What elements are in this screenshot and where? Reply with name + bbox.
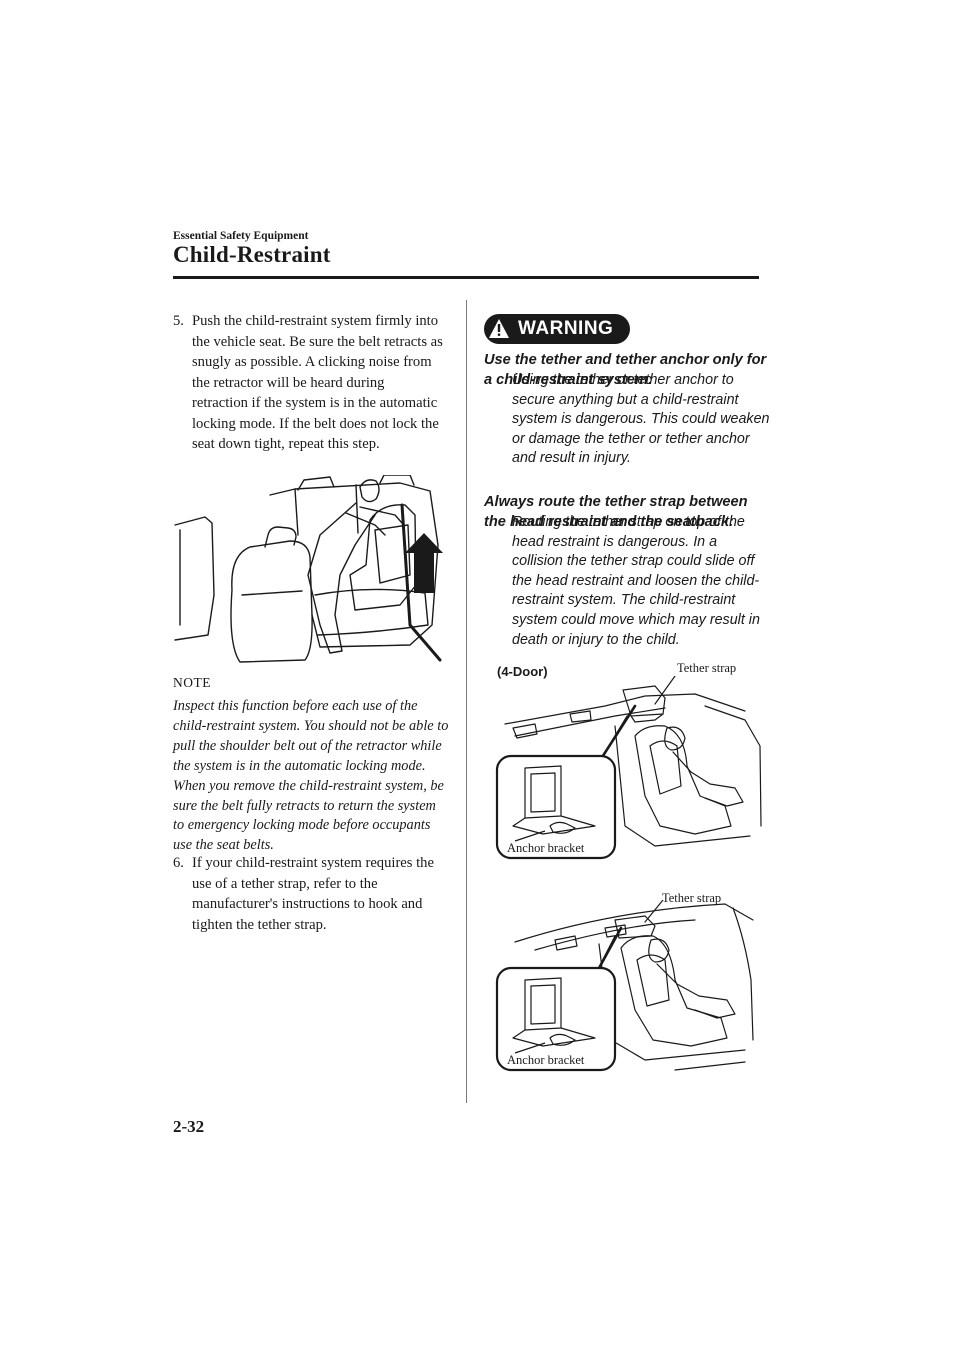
page-number: 2-32 xyxy=(173,1117,205,1136)
anchor-bracket-label: Anchor bracket xyxy=(507,1053,585,1067)
tether-strap-label: Tether strap xyxy=(662,891,722,905)
title-divider xyxy=(173,276,759,279)
note-heading: NOTE xyxy=(173,675,211,690)
note-body: Inspect this function before each use of… xyxy=(173,698,449,854)
tether-strap-label: Tether strap xyxy=(677,661,737,675)
step-6: 6. If your child-restraint system requir… xyxy=(173,853,443,935)
page-title: Child-Restraint xyxy=(173,242,331,267)
figure-label: (4-Door) xyxy=(497,664,548,679)
step-text: Push the child-restraint system firmly i… xyxy=(192,313,443,452)
anchor-bracket-label: Anchor bracket xyxy=(507,841,585,855)
anchor-illustration xyxy=(495,900,754,1072)
step-number: 5. xyxy=(173,313,184,329)
exclamation-triangle-icon xyxy=(489,319,509,338)
four-door-anchor-illustration xyxy=(495,676,762,860)
warning-label: WARNING xyxy=(518,318,614,339)
step-number: 6. xyxy=(173,855,184,871)
child-seat-install-illustration xyxy=(174,475,443,663)
section-label: Essential Safety Equipment xyxy=(173,230,309,242)
column-divider xyxy=(466,300,467,1103)
warning-badge: WARNING xyxy=(484,314,630,344)
step-5: 5. Push the child-restraint system firml… xyxy=(173,311,443,455)
step-text: If your child-restraint system requires … xyxy=(192,855,434,933)
warning-item-heading: Always route the tether strap between th… xyxy=(484,494,748,530)
warning-item-body: Routing the tether strap on top of the h… xyxy=(512,514,760,648)
warning-item-heading: Use the tether and tether anchor only fo… xyxy=(484,352,767,388)
warning-item-body: Using the tether or tether anchor to sec… xyxy=(512,372,770,467)
